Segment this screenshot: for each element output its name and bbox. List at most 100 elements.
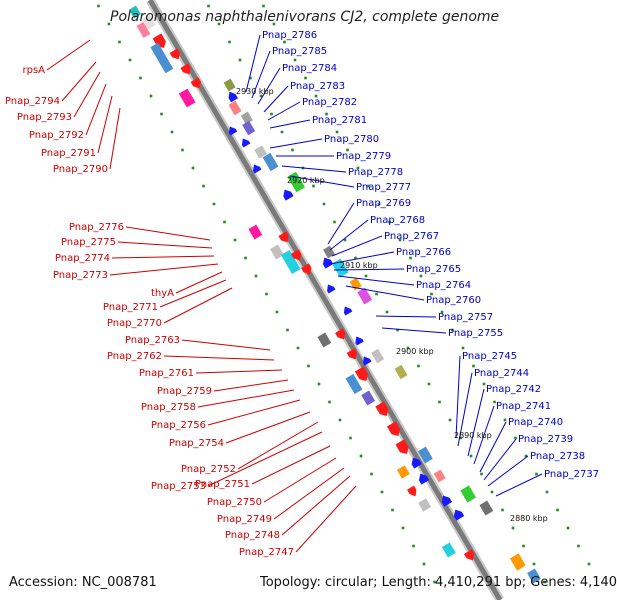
- tick-mark: [275, 310, 279, 314]
- tick-mark: [346, 148, 349, 152]
- gene-label-forward: Pnap_2762: [107, 351, 162, 362]
- gene-label-forward: thyA: [151, 288, 174, 299]
- tick-mark: [283, 40, 286, 44]
- gene-label-forward: Pnap_2752: [181, 464, 236, 475]
- leader-line: [375, 315, 437, 318]
- leader-line: [97, 95, 113, 154]
- tick-mark: [307, 364, 310, 368]
- gene-label-reverse: Pnap_2760: [426, 295, 481, 306]
- tick-mark: [191, 166, 195, 170]
- leader-line: [455, 355, 461, 439]
- tick-mark: [409, 256, 412, 260]
- kbp-marker: 2880 kbp: [510, 514, 548, 523]
- tick-mark: [228, 40, 231, 44]
- gene-label-reverse: Pnap_2766: [396, 247, 451, 258]
- tick-mark: [139, 76, 142, 80]
- gene-feature: [346, 348, 357, 360]
- gene-feature: [463, 549, 475, 561]
- gene-feature: [479, 500, 494, 516]
- tick-mark: [543, 580, 546, 584]
- gene-feature: [242, 120, 256, 136]
- gene-feature: [335, 328, 346, 340]
- leader-line: [163, 355, 275, 361]
- leader-line: [197, 389, 295, 408]
- gene-feature: [418, 498, 431, 512]
- tick-mark: [118, 40, 121, 44]
- gene-label-reverse: Pnap_2739: [518, 434, 573, 445]
- gene-label-forward: Pnap_2790: [53, 164, 108, 175]
- leader-line: [175, 271, 223, 294]
- tick-mark: [522, 544, 525, 548]
- tick-mark: [160, 112, 163, 116]
- gene-label-reverse: Pnap_2785: [272, 46, 327, 57]
- gene-label-forward: Pnap_2763: [125, 335, 180, 346]
- tick-mark: [482, 382, 486, 386]
- gene-feature: [190, 77, 201, 89]
- tick-mark: [356, 166, 360, 170]
- gene-label-forward: Pnap_2758: [141, 402, 196, 413]
- gene-feature: [280, 249, 301, 275]
- gene-feature: [290, 249, 302, 261]
- tick-mark: [296, 346, 300, 350]
- tick-mark: [322, 202, 326, 206]
- genome-map-canvas: rpsAPnap_2794Pnap_2793Pnap_2792Pnap_2791…: [5, 0, 599, 600]
- leader-line: [331, 235, 383, 257]
- tick-mark: [181, 148, 184, 152]
- gene-feature: [317, 332, 332, 348]
- genome-title: Polaromonas naphthalenivorans CJ2, compl…: [110, 9, 500, 25]
- tick-mark: [272, 22, 276, 26]
- gene-label-reverse: Pnap_2764: [416, 280, 471, 291]
- gene-label-forward: Pnap_2748: [225, 530, 280, 541]
- leader-line: [263, 85, 289, 113]
- tick-mark: [524, 454, 528, 458]
- leader-line: [263, 457, 337, 503]
- gene-feature: [223, 78, 236, 92]
- tick-mark: [328, 400, 331, 404]
- gene-feature: [283, 189, 294, 201]
- leader-line: [159, 279, 227, 308]
- gene-feature: [180, 63, 191, 75]
- tick-mark: [254, 274, 258, 278]
- gene-feature: [262, 152, 279, 172]
- tick-mark: [325, 112, 328, 116]
- gene-feature: [363, 356, 372, 366]
- leader-line: [269, 138, 323, 149]
- tick-mark: [440, 310, 444, 314]
- tick-mark: [286, 328, 289, 332]
- leader-line: [245, 34, 261, 93]
- gene-feature: [345, 373, 363, 395]
- gene-label-reverse: Pnap_2755: [448, 328, 503, 339]
- leader-line: [457, 372, 473, 447]
- gene-feature: [322, 257, 334, 269]
- gene-label-reverse: Pnap_2783: [290, 81, 345, 92]
- leader-line: [295, 485, 357, 553]
- tick-mark: [349, 436, 352, 440]
- gene-label-reverse: Pnap_2778: [348, 167, 403, 178]
- tick-mark: [364, 274, 368, 278]
- gene-label-reverse: Pnap_2738: [530, 451, 585, 462]
- gene-label-forward: rpsA: [22, 65, 45, 76]
- leader-line: [337, 275, 415, 286]
- tick-mark: [438, 400, 441, 404]
- leader-line: [267, 101, 301, 121]
- tick-mark: [359, 454, 363, 458]
- tick-mark: [312, 184, 315, 188]
- tick-mark: [406, 346, 410, 350]
- leader-line: [46, 39, 91, 71]
- gene-label-forward: Pnap_2749: [217, 514, 272, 525]
- tick-mark: [587, 562, 591, 566]
- leader-line: [213, 379, 289, 392]
- tick-mark: [427, 382, 431, 386]
- gene-feature: [301, 263, 312, 275]
- leader-line: [381, 327, 447, 334]
- gene-label-reverse: Pnap_2767: [384, 231, 439, 242]
- gene-label-reverse: Pnap_2782: [302, 97, 357, 108]
- gene-label-reverse: Pnap_2779: [336, 151, 391, 162]
- gene-label-forward: Pnap_2759: [157, 386, 212, 397]
- leader-line: [117, 241, 213, 249]
- leader-line: [251, 50, 271, 99]
- gene-feature: [509, 553, 526, 571]
- leader-line: [289, 175, 355, 188]
- gene-feature: [150, 42, 174, 74]
- leader-line: [237, 421, 319, 470]
